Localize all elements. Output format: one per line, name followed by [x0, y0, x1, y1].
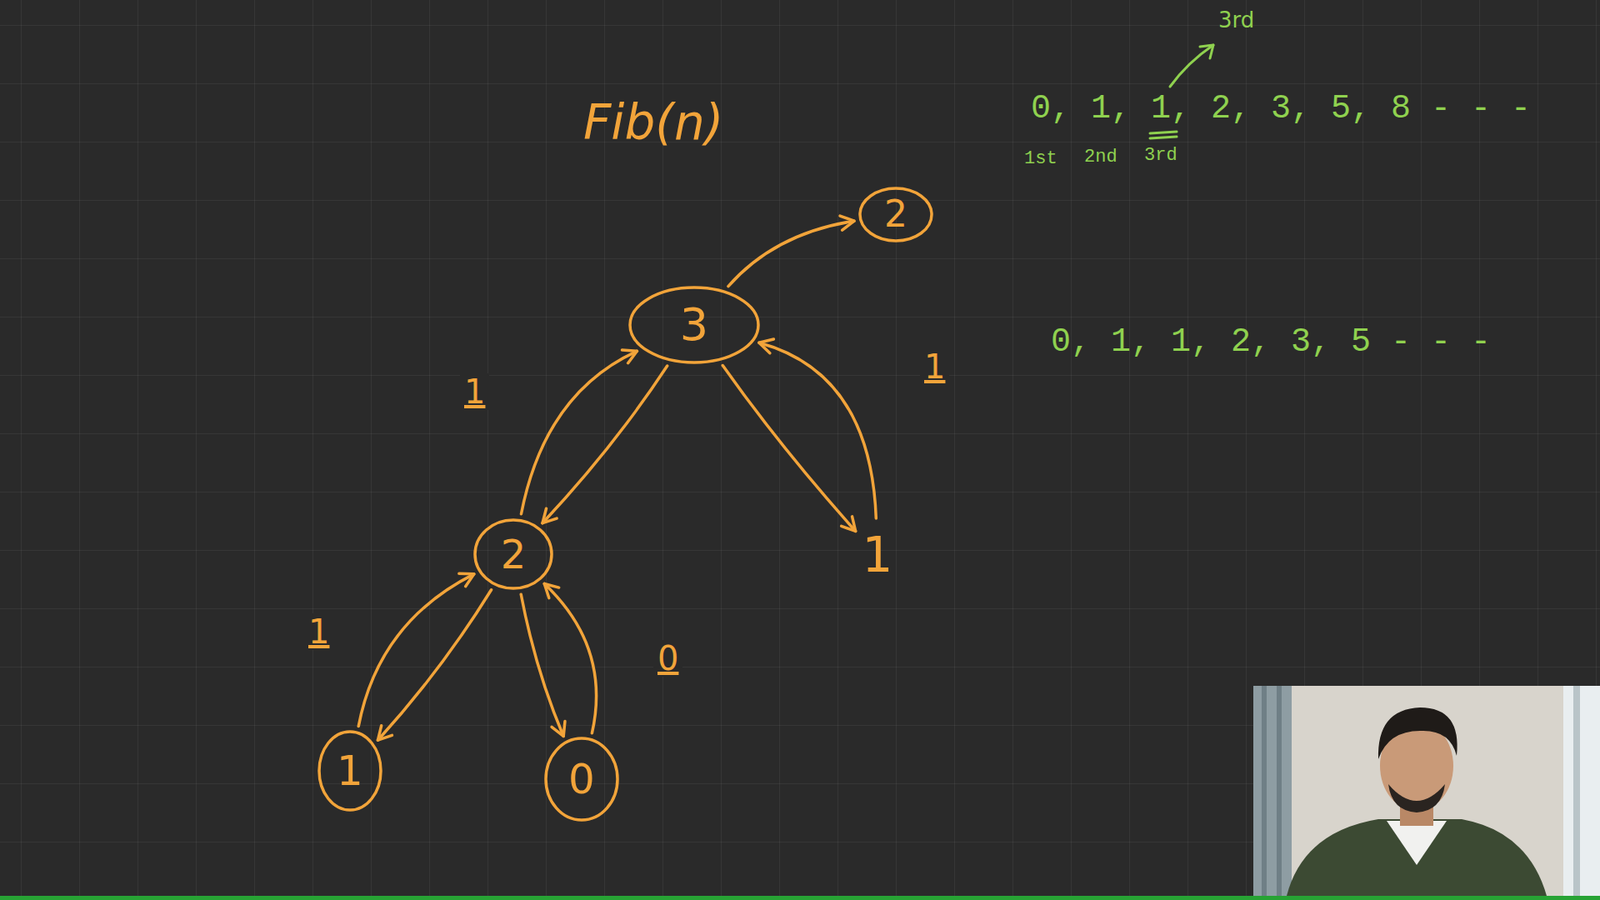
webcam-wall — [1253, 685, 1600, 896]
recursion-arrow — [542, 365, 668, 524]
recursion-arrow — [759, 339, 876, 519]
arrow-line — [728, 220, 855, 286]
arrow-line — [358, 574, 475, 727]
arrowhead — [759, 339, 775, 354]
webcam-curtain-fold — [1276, 685, 1282, 896]
circle-outline-shape — [545, 738, 618, 820]
arrow-line — [377, 590, 491, 740]
fibonacci-sequence: 0, 1, 1, 2, 3, 5 - - - — [1050, 323, 1491, 362]
recursion-arrow — [728, 215, 855, 286]
node-value: 1 — [862, 529, 894, 583]
call-circle: 2 — [472, 517, 555, 591]
arrow-line — [759, 342, 876, 519]
recursion-arrow — [358, 573, 475, 726]
arrow-line — [520, 350, 637, 514]
node-value: 2 — [500, 532, 527, 577]
ordinal-note: 1st — [1024, 148, 1058, 170]
ordinal-note: 2nd — [1084, 146, 1118, 168]
double-underline — [1150, 136, 1177, 139]
node-value: 3 — [680, 300, 709, 350]
webcam-beard — [1388, 784, 1445, 813]
arrow-line — [542, 365, 668, 524]
double-underline — [1150, 131, 1177, 134]
webcam-jacket — [1286, 819, 1547, 896]
circle-outline-shape — [475, 520, 552, 589]
webcam-curtain — [1253, 685, 1292, 896]
circle-outline-shape — [319, 731, 381, 810]
arrowhead — [551, 721, 565, 737]
arrowhead — [841, 516, 856, 532]
node-value: 1 — [336, 748, 364, 795]
node-value: 0 — [568, 756, 595, 803]
bottom-bar — [0, 895, 1600, 900]
webcam-curtain-fold — [1261, 685, 1267, 896]
webcam-window-frame — [1573, 685, 1580, 896]
base-value: 1 — [852, 522, 903, 590]
arrowhead — [840, 215, 855, 230]
arrow-line — [520, 594, 564, 736]
arrowhead — [459, 573, 475, 586]
recursion-arrow — [377, 590, 491, 740]
call-circle: 0 — [543, 735, 620, 823]
return-value: 1 — [460, 373, 490, 410]
webcam-hair — [1378, 707, 1458, 760]
return-value: 0 — [653, 640, 683, 677]
circle-outline-shape — [630, 287, 759, 363]
recursion-arrow — [520, 350, 637, 515]
call-circle: 1 — [316, 729, 384, 813]
arrowhead — [544, 583, 559, 598]
recursion-arrow — [544, 583, 596, 733]
pointer-arrowhead — [1200, 45, 1214, 59]
arrow-line — [544, 583, 596, 733]
webcam-window — [1563, 685, 1600, 896]
result-circle: 2 — [857, 185, 935, 244]
pointer-arrow — [1170, 45, 1214, 87]
arrowhead — [542, 508, 557, 523]
webcam-inset — [1253, 685, 1600, 896]
node-value: 2 — [884, 194, 908, 235]
ordinal-note: 3rd — [1144, 145, 1178, 166]
fibonacci-sequence: 0, 1, 1, 2, 3, 5, 8 - - - — [1030, 90, 1531, 129]
diagram-title: Fib(n) — [583, 94, 724, 151]
call-circle: 3 — [627, 285, 761, 365]
arrowhead — [377, 725, 392, 740]
recursion-arrow — [520, 594, 565, 736]
circle-outline-shape — [860, 188, 932, 241]
arrowhead — [621, 350, 637, 364]
ordinal-note: 3rd — [1218, 8, 1255, 34]
return-value: 1 — [920, 348, 950, 385]
webcam-shirt — [1386, 820, 1447, 865]
return-value: 1 — [304, 613, 334, 650]
